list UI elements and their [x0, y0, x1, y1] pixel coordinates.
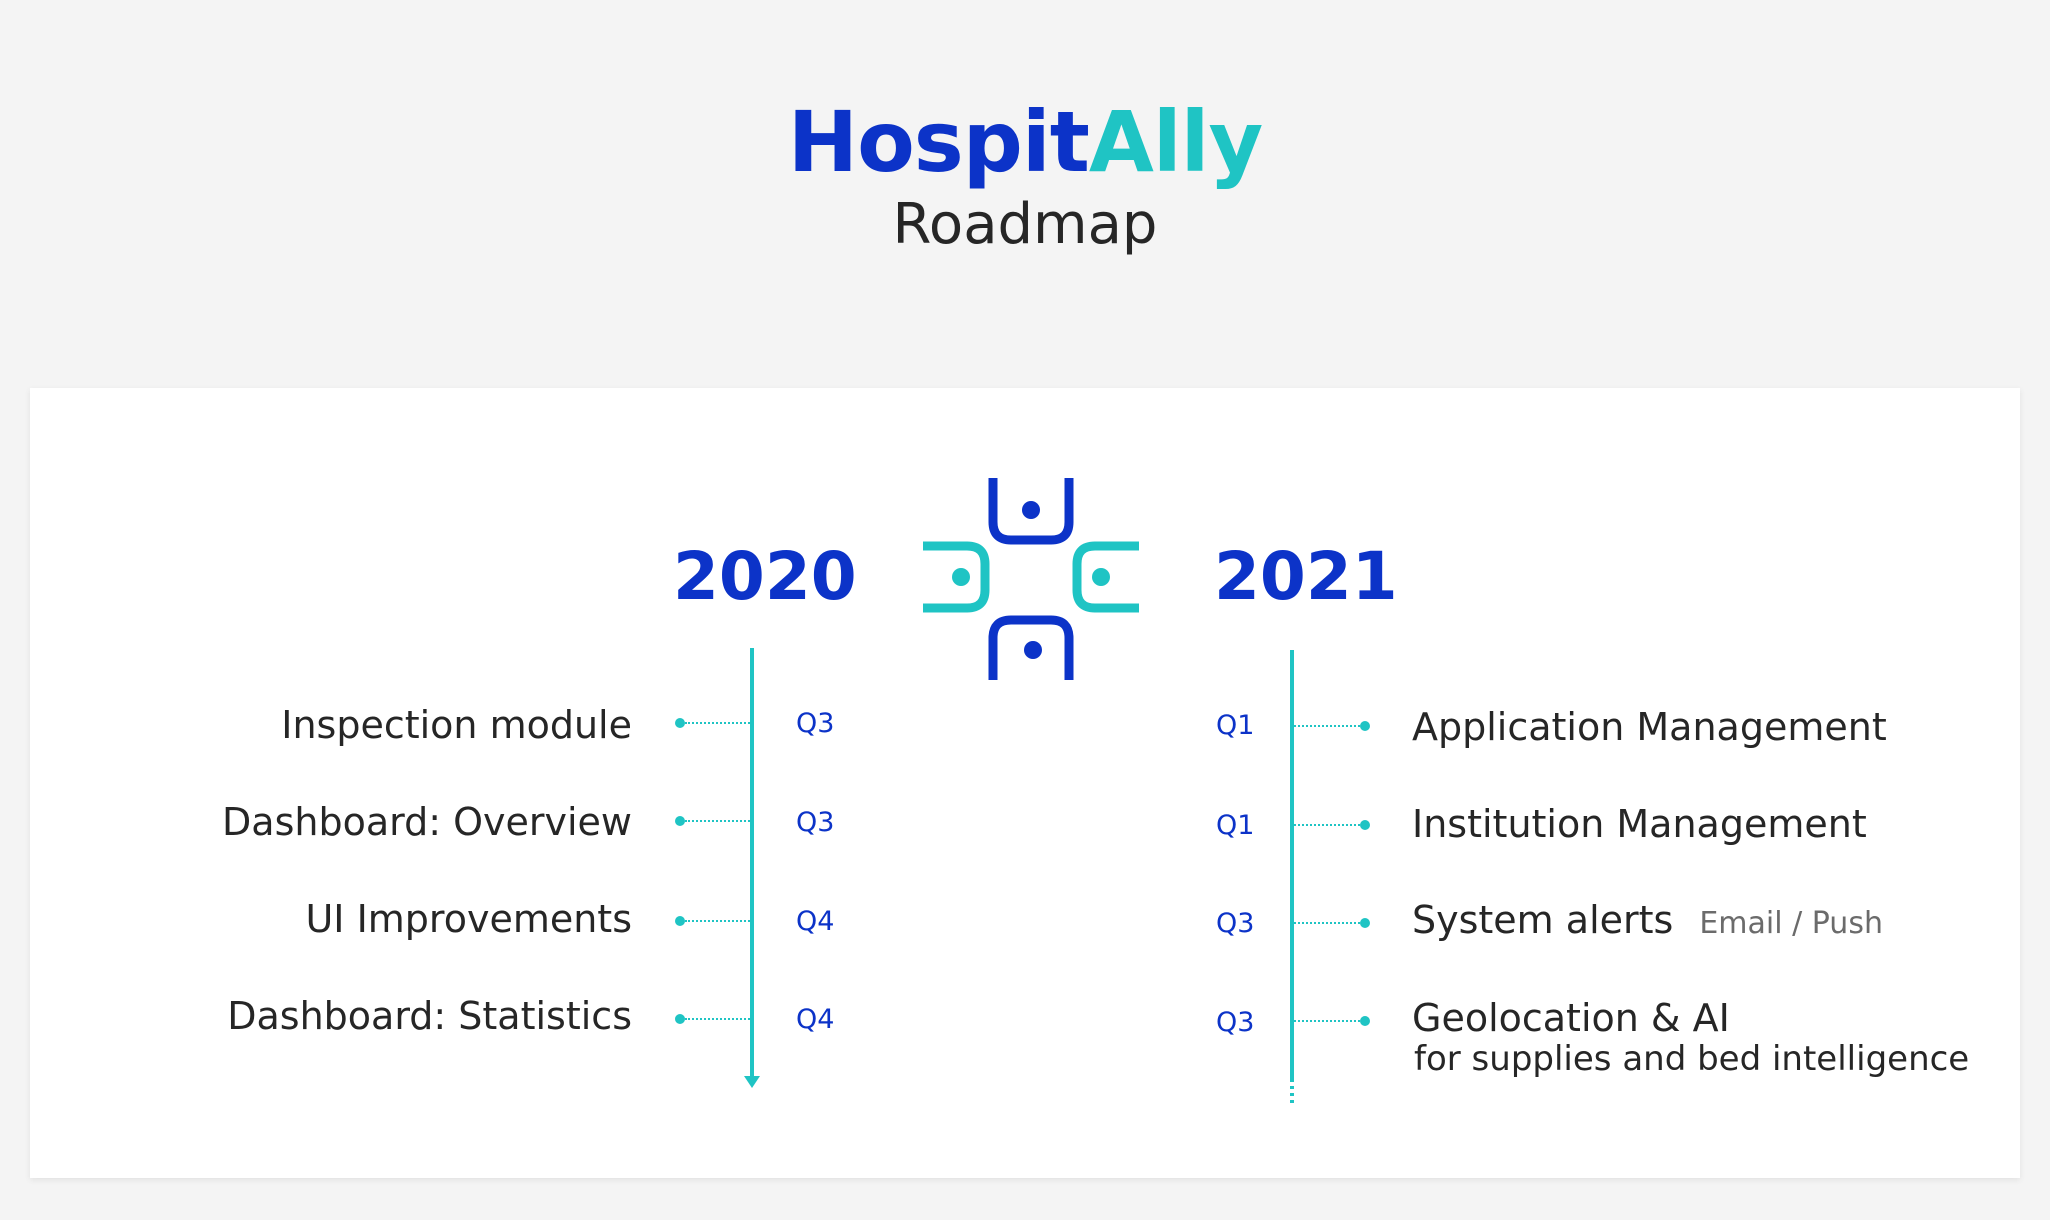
connector-line — [1294, 824, 1360, 826]
brand-title-part2: Ally — [1088, 93, 1263, 191]
connector-line — [1294, 922, 1360, 924]
logo-right-shape — [1072, 541, 1139, 613]
connector-dot — [675, 816, 685, 826]
item-label: Dashboard: Statistics — [227, 994, 632, 1038]
connector-dot — [675, 916, 685, 926]
quarter-badge: Q3 — [1216, 1007, 1255, 1038]
logo-bottom-dot — [1024, 641, 1042, 659]
timeline-2021-continuation — [1290, 1086, 1294, 1107]
page-header: HospitAlly Roadmap — [0, 100, 2050, 256]
connector-line — [1294, 725, 1360, 727]
hospitally-logo-icon — [923, 478, 1139, 680]
item-label: Institution Management — [1412, 802, 1867, 846]
logo-bottom-shape — [988, 615, 1074, 680]
logo-top-dot — [1022, 501, 1040, 519]
timeline-2021-line — [1290, 650, 1294, 1082]
connector-line — [685, 820, 750, 822]
item-label: Application Management — [1412, 705, 1887, 749]
brand-title-part1: Hospit — [787, 93, 1090, 191]
year-2021: 2021 — [1214, 538, 1398, 615]
timeline-2020-line — [750, 648, 754, 1078]
quarter-badge: Q3 — [796, 807, 835, 838]
item-sublabel: for supplies and bed intelligence — [1414, 1039, 1970, 1079]
item-label: Geolocation & AI — [1412, 996, 1730, 1040]
quarter-badge: Q3 — [796, 708, 835, 739]
roadmap-card: 2020 Inspection module Q3 Dashboard: Ove… — [30, 388, 2020, 1178]
item-label: Dashboard: Overview — [222, 800, 632, 844]
quarter-badge: Q1 — [1216, 810, 1255, 841]
logo-left-dot — [952, 568, 970, 586]
item-label-text: System alerts — [1412, 898, 1674, 942]
connector-dot — [1360, 918, 1370, 928]
item-label: Inspection module — [281, 703, 632, 747]
page-subtitle: Roadmap — [892, 192, 1158, 257]
item-label: UI Improvements — [305, 897, 632, 941]
timeline-2020-arrow-icon — [744, 1076, 760, 1088]
connector-dot — [1360, 820, 1370, 830]
connector-line — [685, 920, 750, 922]
quarter-badge: Q3 — [1216, 908, 1255, 939]
connector-dot — [1360, 1016, 1370, 1026]
connector-dot — [1360, 721, 1370, 731]
connector-dot — [675, 1014, 685, 1024]
quarter-badge: Q4 — [796, 1004, 835, 1035]
connector-line — [685, 1018, 750, 1020]
item-note: Email / Push — [1699, 906, 1883, 941]
quarter-badge: Q1 — [1216, 710, 1255, 741]
item-label: System alerts Email / Push — [1412, 901, 1883, 939]
connector-line — [685, 722, 750, 724]
brand-title: HospitAlly — [0, 100, 2050, 184]
logo-top-shape — [988, 478, 1074, 545]
year-2020: 2020 — [673, 538, 857, 615]
quarter-badge: Q4 — [796, 906, 835, 937]
logo-left-shape — [923, 541, 990, 613]
connector-dot — [675, 718, 685, 728]
connector-line — [1294, 1020, 1360, 1022]
logo-right-dot — [1092, 568, 1110, 586]
